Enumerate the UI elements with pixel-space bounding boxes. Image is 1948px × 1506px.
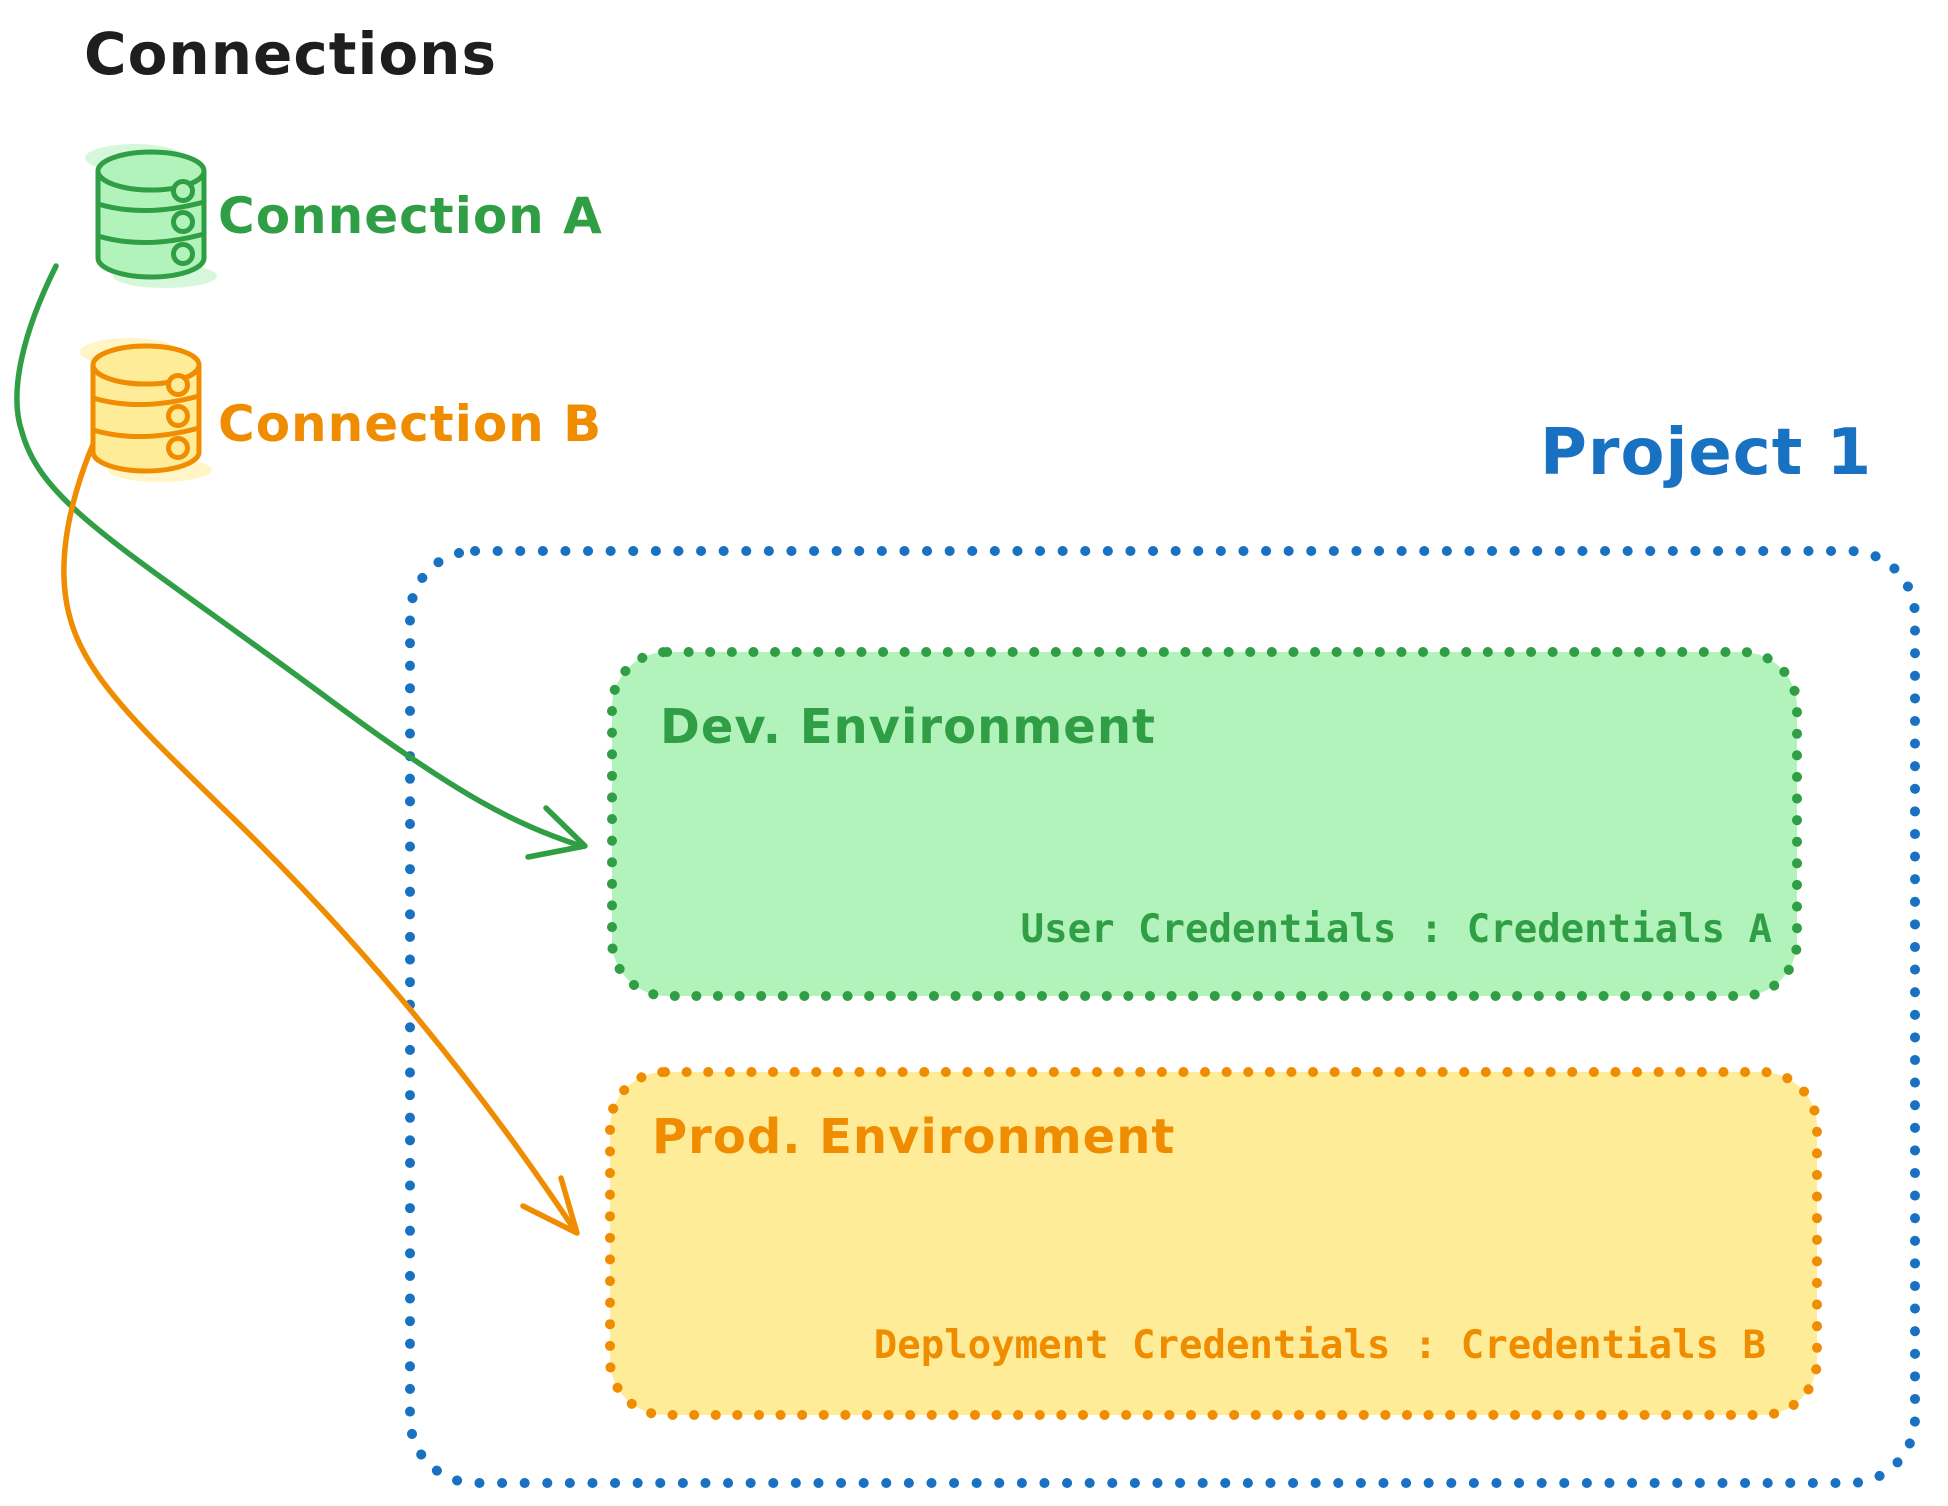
- connection-b-label: Connection B: [218, 395, 603, 453]
- prod-environment-credentials-text: Deployment Credentials : Credentials B: [873, 1323, 1766, 1368]
- arrow-line-orange: [61, 403, 579, 1235]
- db-a-led-3: [171, 242, 195, 266]
- project-1-dotted-box: [405, 546, 1920, 1488]
- connection-a-label: Connection A: [218, 187, 603, 245]
- dev-environment-credentials-text: User Credentials : Credentials A: [1020, 907, 1772, 952]
- project-1-title: Project 1: [1540, 416, 1873, 490]
- dev-environment-box: [607, 647, 1802, 1001]
- database-icon-connection-a: [85, 144, 217, 288]
- db-a-led-2: [171, 210, 195, 234]
- db-b-led-2: [166, 404, 190, 428]
- prod-environment-box: [605, 1067, 1822, 1420]
- db-b-led-1: [166, 373, 190, 397]
- arrow-line-green: [14, 263, 581, 848]
- arrowhead-orange: [520, 1175, 580, 1236]
- connections-title: Connections: [84, 20, 497, 88]
- arrowhead-green: [525, 805, 588, 860]
- dev-environment-label: Dev. Environment: [660, 699, 1156, 755]
- db-b-divider-1: [90, 393, 202, 408]
- arrow-connection-b-to-prod: [61, 403, 580, 1236]
- db-b-divider-2: [90, 425, 202, 440]
- database-icon-connection-b: [80, 338, 212, 482]
- db-a-divider-1: [95, 199, 207, 214]
- db-a-divider-2: [95, 231, 207, 246]
- db-a-led-1: [171, 179, 195, 203]
- prod-environment-label: Prod. Environment: [652, 1109, 1176, 1165]
- arrow-connection-a-to-dev: [14, 263, 588, 860]
- db-b-led-3: [166, 436, 190, 460]
